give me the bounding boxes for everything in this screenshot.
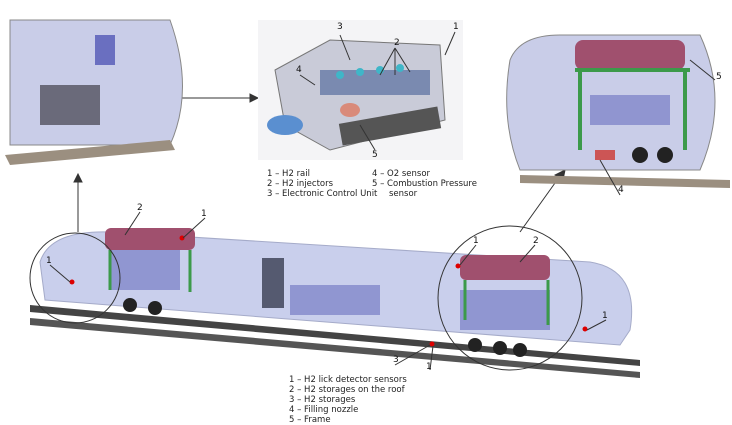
roof-h2-tanks-right: [460, 255, 550, 280]
callout-number: 2: [533, 236, 539, 246]
engine-legend-right: 4 – O2 sensor 5 – Combustion Pressure se…: [372, 169, 477, 199]
callout-number: 2: [394, 38, 400, 48]
callout-number: 5: [372, 150, 378, 160]
engine-legend-item: 2 – H2 injectors: [267, 179, 334, 189]
callout-number: 2: [137, 203, 143, 213]
callout-number: 5: [716, 72, 722, 82]
zoom-circle-left: [29, 232, 121, 324]
rails: [30, 305, 640, 378]
callout-number: 1: [201, 209, 207, 219]
zoom-circle-right: [437, 225, 583, 371]
train-legend-item: 3 – H2 storages: [289, 395, 356, 405]
engine-legend-left: 1 – H2 rail 2 – H2 injectors 3 – Electro…: [267, 169, 377, 199]
engine-legend-item: 5 – Combustion Pressure: [372, 179, 477, 189]
callout-number: 1: [473, 236, 479, 246]
callout-number: 3: [393, 355, 399, 365]
callout-number: 1: [453, 22, 459, 32]
engine-legend-item: 1 – H2 rail: [267, 169, 310, 179]
roof-h2-tanks-left: [105, 228, 195, 250]
train-legend-item: 1 – H2 lick detector sensors: [289, 375, 407, 385]
engine-legend-item: 3 – Electronic Control Unit: [267, 189, 378, 199]
engine-legend-item: 4 – O2 sensor: [372, 169, 431, 179]
left-inset-cab: [5, 19, 183, 165]
callout-number: 4: [296, 65, 302, 75]
callout-number: 1: [602, 311, 608, 321]
train-legend-item: 5 – Frame: [289, 415, 331, 425]
right-inset-cab: [506, 34, 730, 188]
callout-number: 3: [337, 22, 343, 32]
callout-leaders: [49, 31, 716, 371]
train-legend: 1 – H2 lick detector sensors 2 – H2 stor…: [289, 375, 407, 425]
train-legend-item: 4 – Filling nozzle: [289, 405, 359, 415]
engine-image: [258, 20, 463, 160]
callout-number: 4: [618, 185, 624, 195]
callout-number: 1: [426, 362, 432, 372]
train-body: [39, 228, 633, 357]
engine-legend-item: sensor: [389, 189, 418, 199]
callout-number: 1: [46, 256, 52, 266]
train-legend-item: 2 – H2 storages on the roof: [289, 385, 405, 395]
